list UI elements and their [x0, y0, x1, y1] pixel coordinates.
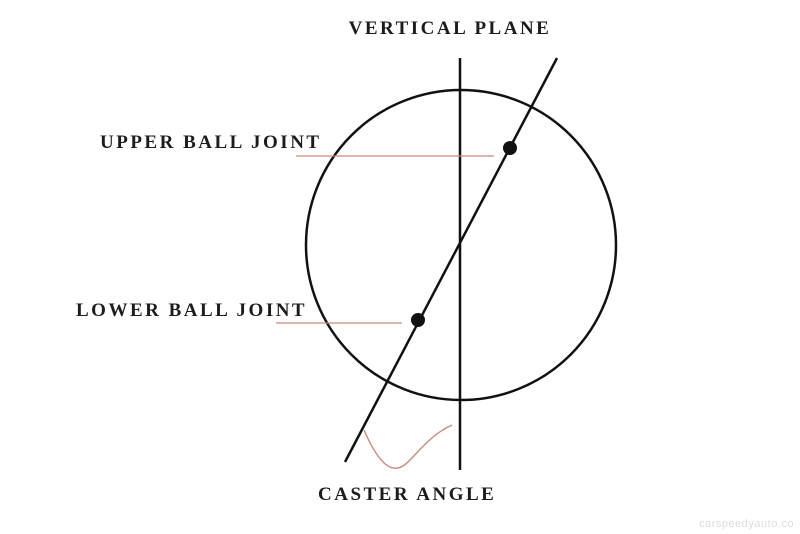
caster-angle-label: CASTER ANGLE	[318, 484, 497, 505]
lower-ball-joint-dot	[411, 313, 425, 327]
upper-ball-joint-dot	[503, 141, 517, 155]
caster-angle-squiggle	[363, 424, 453, 469]
wheel-circle	[304, 88, 618, 402]
vertical-plane-label: VERTICAL PLANE	[348, 18, 552, 39]
lower-ball-joint-label: LOWER BALL JOINT	[76, 300, 308, 321]
upper-ball-joint-label: UPPER BALL JOINT	[100, 132, 322, 153]
steering-axis-line	[343, 57, 559, 463]
watermark-text: carspeedyauto.co	[699, 518, 794, 530]
